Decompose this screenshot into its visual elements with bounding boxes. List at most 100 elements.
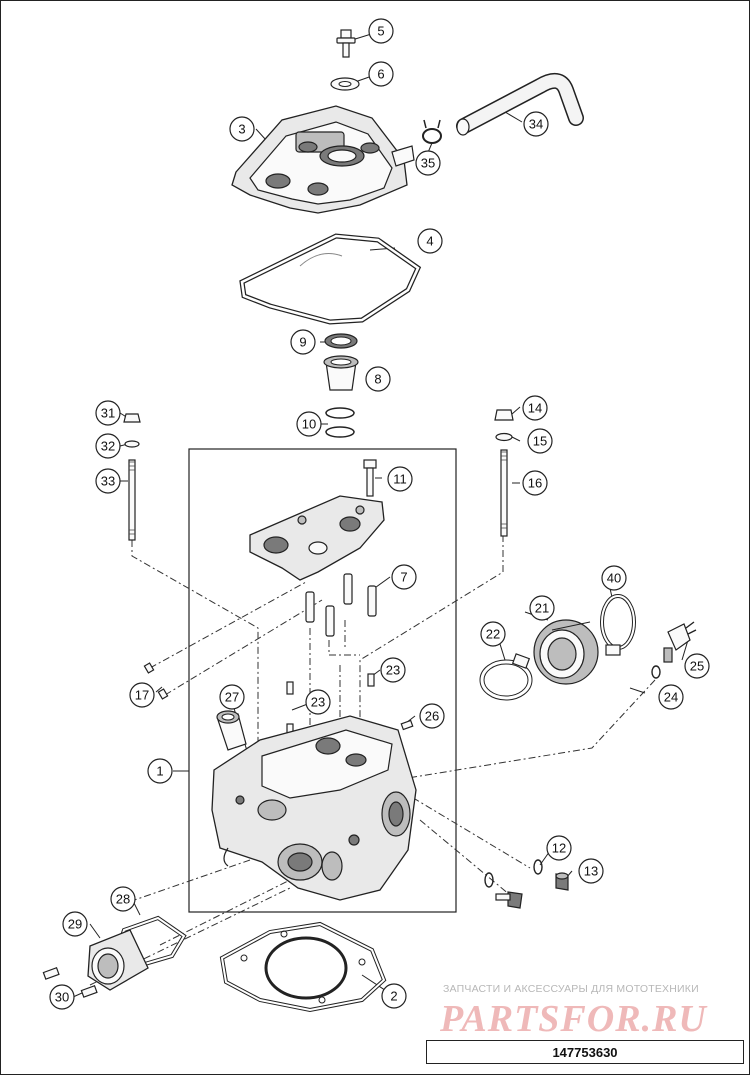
callout-label: 28 [116, 892, 130, 907]
callout-32: 32 [95, 433, 121, 459]
part-13-plug [555, 872, 569, 891]
part-26-bolt [400, 719, 414, 731]
callout-label: 24 [664, 690, 678, 705]
callout-label: 7 [400, 570, 407, 585]
watermark-brand: PARTSFOR.RU [440, 998, 707, 1040]
part-12-washer [533, 859, 543, 875]
part-16-stud [500, 449, 508, 537]
diagram-number: 147753630 [552, 1044, 618, 1060]
callout-label: 14 [528, 401, 542, 416]
callout-35: 35 [415, 150, 441, 176]
callout-5: 5 [368, 18, 394, 44]
callout-label: 13 [584, 864, 598, 879]
part-6-washer [330, 77, 360, 91]
part-11-bolt [363, 459, 377, 497]
callout-circle [219, 684, 245, 710]
part-30-bolts [42, 967, 98, 998]
part-15-washer [495, 432, 513, 442]
callout-circle [129, 682, 155, 708]
callout-label: 23 [311, 695, 325, 710]
callout-label: 8 [374, 372, 381, 387]
callout-label: 11 [393, 472, 407, 487]
callout-circle [49, 984, 75, 1010]
callout-17: 17 [129, 682, 155, 708]
part-9-seal [324, 333, 358, 349]
callout-circle [391, 564, 417, 590]
callout-label: 31 [101, 406, 115, 421]
callout-label: 22 [486, 627, 500, 642]
part-21-intake-flange [533, 619, 599, 685]
part-5-bolt [336, 29, 356, 58]
callout-circle [305, 689, 331, 715]
callout-circle [95, 468, 121, 494]
callout-label: 32 [101, 439, 115, 454]
part-7-guides [305, 573, 377, 637]
callout-31: 31 [95, 400, 121, 426]
callout-circle [527, 428, 553, 454]
callout-circle [523, 111, 549, 137]
callout-label: 40 [607, 571, 621, 586]
assembly-dash-lines [89, 535, 656, 986]
callout-circle [480, 621, 506, 647]
part-33-stud [128, 459, 136, 541]
callout-34: 34 [523, 111, 549, 137]
callout-26: 26 [419, 703, 445, 729]
callout-22: 22 [480, 621, 506, 647]
callout-8: 8 [365, 366, 391, 392]
callout-label: 25 [690, 659, 704, 674]
callout-label: 34 [529, 117, 543, 132]
callout-circle [365, 366, 391, 392]
part-14-nut [494, 409, 514, 421]
part-1-cylinder-head [211, 715, 417, 901]
camshaft-bridge [249, 495, 385, 581]
callout-circle [229, 116, 255, 142]
callout-15: 15 [527, 428, 553, 454]
callout-circle [419, 703, 445, 729]
callout-label: 33 [101, 474, 115, 489]
part-10-orings [325, 407, 355, 438]
callout-label: 16 [528, 476, 542, 491]
callout-circle [368, 18, 394, 44]
callout-27: 27 [219, 684, 245, 710]
part-34-hose [456, 72, 584, 136]
part-8-sleeve [323, 355, 359, 391]
callout-circle [684, 653, 710, 679]
part-32-washer [124, 440, 140, 448]
callout-label: 6 [377, 67, 384, 82]
callout-circle [578, 858, 604, 884]
callout-circle [522, 470, 548, 496]
callout-12: 12 [546, 835, 572, 861]
callout-24: 24 [658, 684, 684, 710]
part-31-nut [123, 413, 141, 423]
callout-label: 2 [390, 989, 397, 1004]
callout-circle [380, 657, 406, 683]
callout-label: 1 [156, 764, 163, 779]
callout-7: 7 [391, 564, 417, 590]
callout-40: 40 [601, 565, 627, 591]
callout-circle [95, 433, 121, 459]
part-27-sleeve [216, 710, 247, 751]
callout-6: 6 [368, 61, 394, 87]
callout-circle [415, 150, 441, 176]
part-3-valve-cover [231, 105, 415, 214]
callout-21: 21 [529, 595, 555, 621]
callout-circle [296, 411, 322, 437]
watermark-tagline: ЗАПЧАСТИ И АКСЕССУАРЫ ДЛЯ МОТОТЕХНИКИ [443, 983, 699, 995]
part-4-gasket [239, 233, 422, 325]
part-40-clamp-ring [600, 594, 636, 656]
callout-29: 29 [62, 911, 88, 937]
callout-label: 30 [55, 990, 69, 1005]
callout-circle [381, 983, 407, 1009]
callout-circle [658, 684, 684, 710]
callout-33: 33 [95, 468, 121, 494]
callout-9: 9 [290, 329, 316, 355]
callout-30: 30 [49, 984, 75, 1010]
callout-circle [601, 565, 627, 591]
callout-label: 27 [225, 690, 239, 705]
callout-label: 15 [533, 434, 547, 449]
callout-14: 14 [522, 395, 548, 421]
